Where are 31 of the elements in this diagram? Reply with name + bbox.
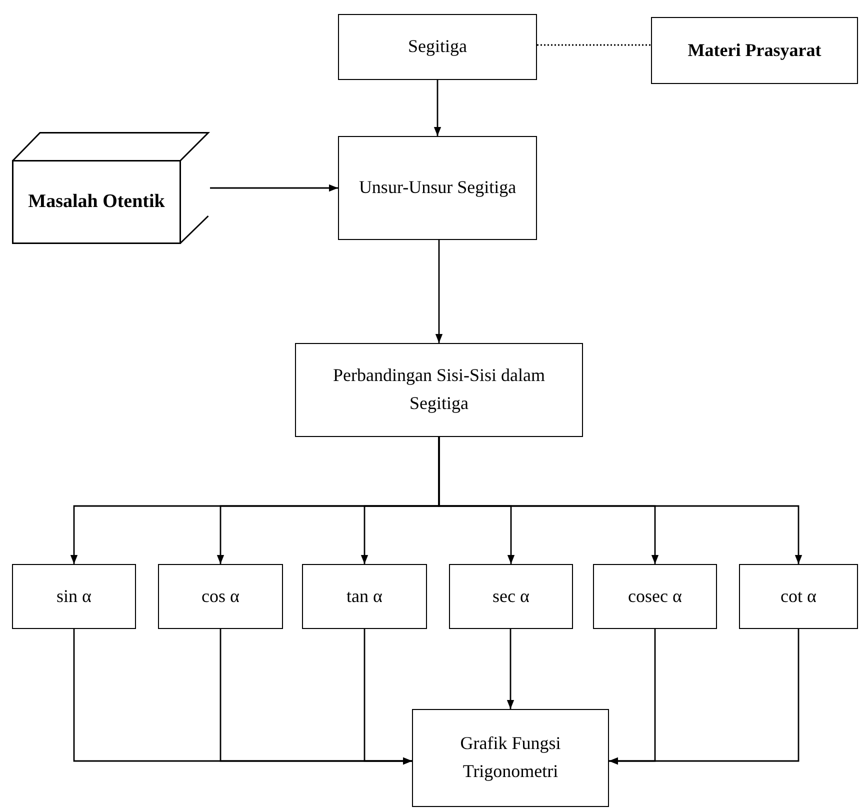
process-box	[295, 343, 583, 437]
connector-line	[537, 44, 651, 46]
process-box	[593, 564, 717, 629]
process-box	[338, 136, 537, 240]
arrow	[609, 629, 800, 765]
box-label: sec α	[492, 584, 530, 608]
process-box	[302, 564, 427, 629]
process-box	[412, 709, 609, 807]
box-label: Materi Prasyarat	[686, 38, 822, 62]
arrow	[434, 80, 442, 136]
process-box	[739, 564, 858, 629]
box-label: Grafik Fungsi Trigonometri	[459, 732, 562, 783]
box-label: Perbandingan Sisi-Sisi dalam Segitiga	[332, 364, 546, 415]
box-label: Masalah Otentik	[27, 190, 166, 214]
box-label: cot α	[780, 584, 818, 608]
box-label: tan α	[346, 584, 384, 608]
box-label: cos α	[200, 584, 240, 608]
arrow	[210, 184, 338, 192]
process-box	[158, 564, 283, 629]
box-label: cosec α	[627, 584, 683, 608]
process-box	[338, 14, 537, 80]
process-box	[12, 564, 136, 629]
box-label: sin α	[56, 584, 92, 608]
box-label: Unsur-Unsur Segitiga	[358, 176, 518, 200]
arrow	[364, 629, 412, 765]
arrow	[506, 629, 514, 709]
process-box	[651, 17, 858, 84]
box-label: Segitiga	[407, 35, 468, 58]
arrow	[435, 240, 443, 343]
arrow	[438, 437, 802, 564]
process-box	[449, 564, 573, 629]
